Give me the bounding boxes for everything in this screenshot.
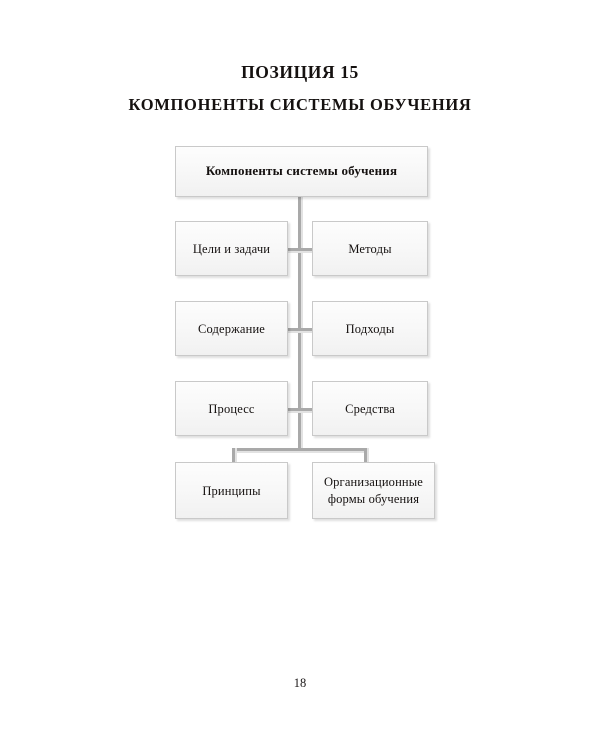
row3-left-connector [286, 408, 300, 413]
node-approaches[interactable]: Подходы [312, 301, 428, 356]
node-process-label: Процесс [208, 401, 255, 416]
node-methods-label: Методы [348, 241, 392, 256]
node-means-label: Средства [345, 401, 395, 416]
row2-right-connector [300, 328, 314, 333]
node-content[interactable]: Содержание [175, 301, 288, 356]
bottom-fork-left-drop [232, 448, 237, 466]
node-means[interactable]: Средства [312, 381, 428, 436]
node-organizational-forms[interactable]: Организационные формы обучения [312, 462, 435, 519]
bottom-fork-right-drop [364, 448, 369, 466]
node-approaches-label: Подходы [345, 321, 395, 336]
row1-left-connector [286, 248, 300, 253]
node-principles[interactable]: Принципы [175, 462, 288, 519]
page-number: 18 [293, 676, 307, 690]
node-organizational-forms-line1: Организационные [323, 475, 424, 490]
node-root[interactable]: Компоненты системы обучения [175, 146, 428, 197]
node-organizational-forms-label: Организационные формы обучения [324, 474, 423, 507]
node-organizational-forms-line2: формы обучения [327, 491, 420, 506]
node-goals-and-tasks[interactable]: Цели и задачи [175, 221, 288, 276]
row3-right-connector [300, 408, 314, 413]
node-process[interactable]: Процесс [175, 381, 288, 436]
row2-left-connector [286, 328, 300, 333]
components-hierarchy-diagram: Компоненты системы обучения Цели и задач… [175, 146, 435, 519]
node-principles-label: Принципы [202, 483, 261, 498]
trunk-vertical-connector [298, 196, 303, 452]
node-content-label: Содержание [198, 321, 265, 336]
node-root-label: Компоненты системы обучения [205, 163, 398, 179]
bottom-fork-bar [232, 448, 368, 453]
row1-right-connector [300, 248, 314, 253]
node-goals-and-tasks-label: Цели и задачи [192, 241, 271, 256]
node-methods[interactable]: Методы [312, 221, 428, 276]
page-subtitle: КОМПОНЕНТЫ СИСТЕМЫ ОБУЧЕНИЯ [128, 95, 472, 114]
page-title: ПОЗИЦИЯ 15 [241, 62, 359, 82]
